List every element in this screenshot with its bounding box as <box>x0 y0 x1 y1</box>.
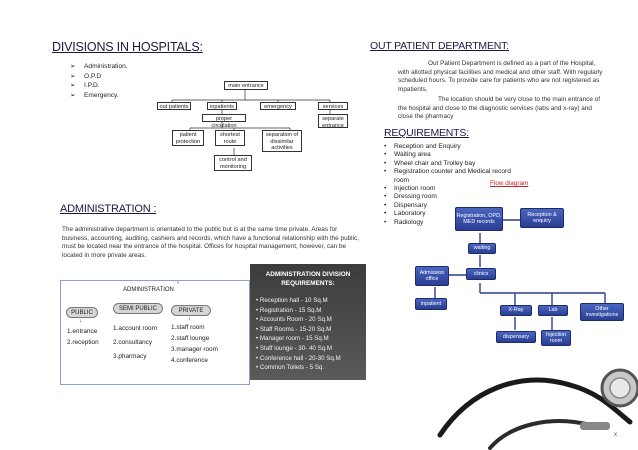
diagram-separation: separation of dissimilar activities <box>262 130 302 152</box>
list-item: • Accounts Room - 20 Sq.M <box>256 316 332 324</box>
admin-requirements-panel: ADMINISTRATION DIVISION REQUIREMENTS: • … <box>250 264 366 380</box>
arrow-bullet-icon: ➢ <box>70 63 76 70</box>
diagram-main-entrance: main entrance <box>224 81 268 90</box>
list-item: • Common Toilets - 5 Sq. <box>256 364 325 372</box>
list-item: •Injection room <box>384 185 436 193</box>
list-item: 3.manager room <box>171 346 218 353</box>
bullet-icon: • <box>384 185 387 193</box>
list-item: • Staff Rooms - 15-20 Sq.M <box>256 325 332 333</box>
flow-injection: Injection room <box>541 330 571 346</box>
diagram-separate-entrance: separate entrance <box>318 114 348 129</box>
flow-diagram-label: Flow diagram <box>490 180 529 187</box>
list-item: 1.account room <box>113 325 158 332</box>
list-item: •Radiology <box>384 218 424 226</box>
diagram-out-patients: out patients <box>157 102 191 110</box>
flow-waiting: waiting <box>468 243 496 254</box>
diagram-shortest-route: shortest route <box>215 130 245 146</box>
bullet-icon: • <box>384 151 387 159</box>
list-item: • Conference hall - 20-30 Sq.M <box>256 354 341 362</box>
administration-title: ADMINISTRATION : <box>60 203 157 215</box>
list-item: ➢Administration. <box>70 63 128 70</box>
flow-registration: Registration, OPD, MED records <box>455 207 503 231</box>
list-item: 3.pharmacy <box>113 353 147 360</box>
bullet-icon: • <box>384 159 387 167</box>
diagram-connectors <box>171 90 331 155</box>
divisions-title: DIVISIONS IN HOSPITALS: <box>52 40 203 54</box>
opd-title: OUT PATIENT DEPARTMENT: <box>370 40 509 52</box>
list-item: •Dispensary <box>384 201 427 209</box>
stethoscope-icon <box>437 368 638 450</box>
flow-xray: X-Ray <box>500 305 532 316</box>
list-item: 1.staff room <box>171 324 205 331</box>
list-item: • Staff lounge - 30- 40 Sq.M <box>256 344 333 352</box>
diagram-proper-circulation: proper circulation <box>202 114 246 129</box>
list-item: 1.entrance <box>67 328 98 335</box>
page-mark: x <box>614 432 617 438</box>
admin-public-pill: PUBLIC <box>66 307 98 318</box>
flow-reception: Reception & enquiry <box>520 208 564 228</box>
diagram-services: services <box>318 102 348 110</box>
list-item: •Dressing room <box>384 193 437 201</box>
list-item: •Registration counter and Medical record… <box>384 168 511 184</box>
flow-lab: Lab <box>538 305 568 316</box>
diagram-inpatients: inpatients <box>207 102 237 110</box>
admin-private-items: 1.staff room 2.staff lounge 3.manager ro… <box>171 322 218 366</box>
flow-inpatient: inpatient <box>415 298 447 310</box>
arrow-bullet-icon: ➢ <box>70 82 76 90</box>
list-item: 2.staff lounge <box>171 335 210 342</box>
bullet-icon: • <box>384 193 387 201</box>
arrow-bullet-icon: ➢ <box>70 72 76 80</box>
list-item: •Waiting area <box>384 151 431 159</box>
admin-semi-public-pill: SEMI PUBLIC <box>113 303 163 314</box>
arrow-bullet-icon: ➢ <box>70 91 76 99</box>
bullet-icon: • <box>384 201 387 209</box>
list-item: ➢O.P.D <box>70 72 102 80</box>
requirements-title: REQUIREMENTS: <box>384 127 469 139</box>
list-item: • Reception hall - 10 Sq.M <box>256 297 328 304</box>
bullet-icon: • <box>384 168 387 176</box>
list-item: ➢I.P.D. <box>70 82 100 90</box>
admin-public-items: 1.entrance 2.reception <box>67 326 99 348</box>
list-item: 2.reception <box>67 339 99 346</box>
admin-chart-root: ADMINISTRATION <box>123 287 174 293</box>
admin-private-pill: PRIVATE <box>171 305 211 316</box>
diagram-control-monitoring: control and monitoring <box>214 155 252 171</box>
admin-req-title: ADMINISTRATION DIVISION REQUIREMENTS: <box>265 271 351 287</box>
bullet-icon: • <box>384 218 387 226</box>
opd-paragraph-1: Out Patient Department is defined as a p… <box>398 60 603 93</box>
opd-requirements-list: •Reception and Enquiry •Waiting area •Wh… <box>384 143 514 227</box>
flow-other: Other investigations <box>580 303 624 321</box>
diagram-emergency: emergency <box>260 102 296 110</box>
bullet-icon: • <box>384 210 387 218</box>
list-item: • Registration - 15 Sq.M <box>256 306 322 314</box>
diagram-patient-protection: patient protection <box>172 130 204 146</box>
down-arrow-icon: ↓ <box>79 318 82 324</box>
divisions-list: ➢Administration. ➢O.P.D ➢I.P.D. ➢Emergen… <box>70 62 128 100</box>
flow-admission: Admission office <box>415 266 449 286</box>
list-item: •Laboratory <box>384 210 426 218</box>
list-item: • Manager room - 15 Sq.M <box>256 335 329 343</box>
admin-chart-connectors <box>177 281 179 284</box>
list-item: 4.conference <box>171 357 208 364</box>
administration-chart: ADMINISTRATION PUBLIC SEMI PUBLIC PRIVAT… <box>60 280 250 385</box>
flow-dispensary: dispensary <box>496 331 536 343</box>
admin-req-list: • Reception hall - 10 Sq.M • Registratio… <box>256 296 341 373</box>
list-item: 2.consultancy <box>113 339 153 346</box>
flow-connectors <box>434 219 606 330</box>
bullet-icon: • <box>384 143 387 150</box>
flow-clinics: clinics <box>466 268 496 280</box>
down-arrow-icon: ↓ <box>188 316 191 322</box>
administration-paragraph: The administrative department is orienta… <box>62 226 359 259</box>
list-item: ➢Emergency. <box>70 91 119 99</box>
list-item: •Reception and Enquiry <box>384 143 461 150</box>
list-item: •Wheel chair and Trolley bay <box>384 159 476 167</box>
opd-paragraph-2: The location should be very close to the… <box>398 96 600 121</box>
admin-semi-items: 1.account room 2.consultancy 3.pharmacy <box>113 322 157 364</box>
